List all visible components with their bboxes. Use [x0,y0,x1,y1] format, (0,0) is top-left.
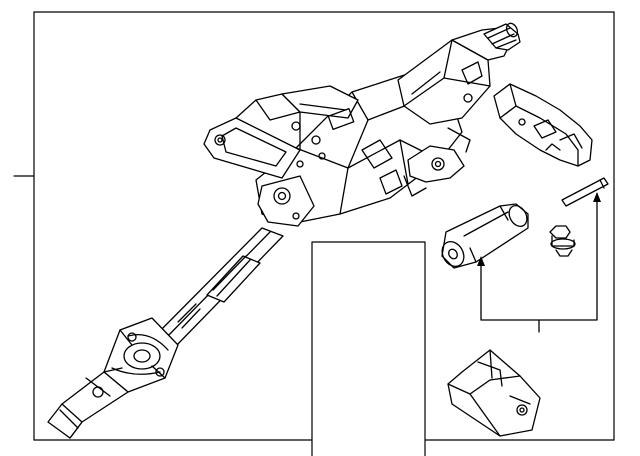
label-window [311,241,426,456]
diagram-frame [33,11,615,441]
mounting-bracket [447,349,541,437]
pin [561,177,609,207]
kit-bracket-leader [477,192,601,333]
flange-bolt [549,225,576,257]
arrow-up-icon [593,192,601,202]
column-cover-shroud [493,83,593,167]
arrow-up-icon [477,256,485,266]
lock-actuator [441,203,529,269]
steering-column-assembly [47,22,521,439]
